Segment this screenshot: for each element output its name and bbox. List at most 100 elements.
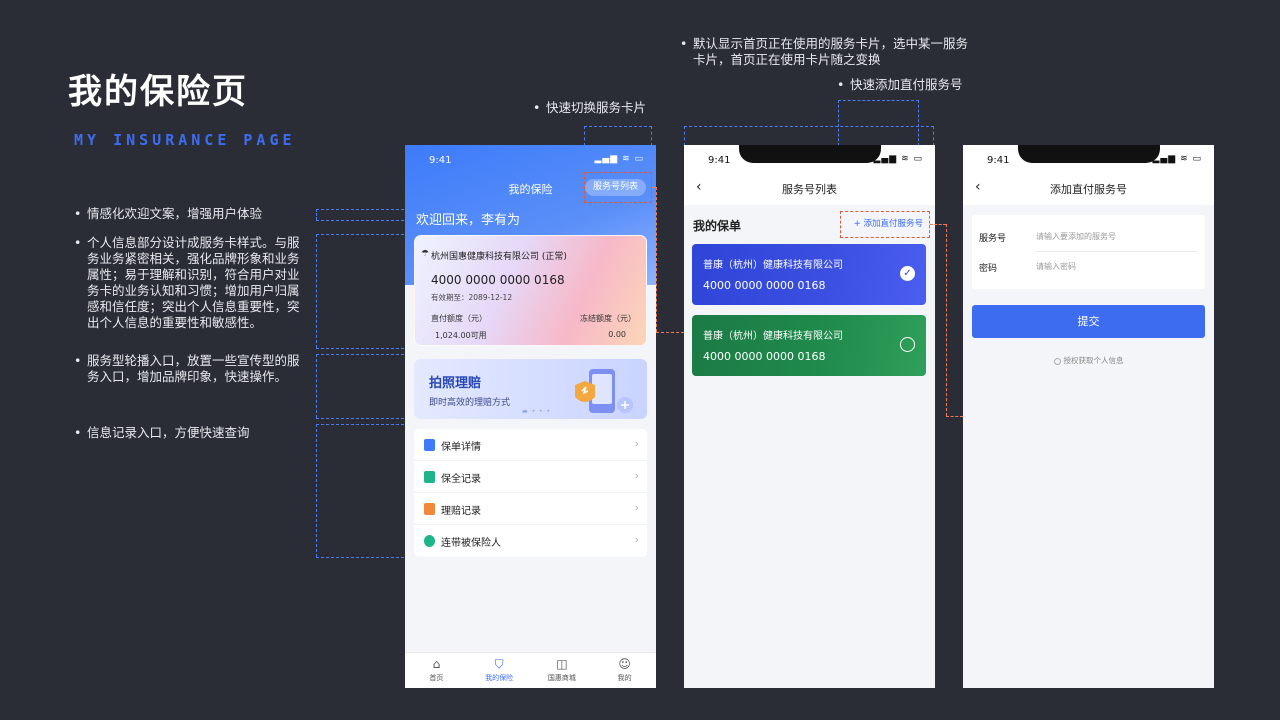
back-arrow-icon[interactable]: ‹ [696, 179, 702, 195]
section-title: 我的保单 [693, 219, 742, 233]
person-icon [424, 535, 435, 547]
list-item-claim-record[interactable]: 理赔记录 › [414, 493, 647, 525]
page-title: 我的保险页 [68, 72, 248, 112]
document-icon [424, 439, 435, 451]
tab-home[interactable]: ⌂ 首页 [405, 653, 468, 688]
card-company: 杭州国惠健康科技有限公司 (正常) [431, 252, 567, 262]
field-label: 密码 [979, 264, 998, 274]
chevron-right-icon: › [634, 533, 639, 546]
chevron-right-icon: › [634, 437, 639, 450]
welcome-text: 欢迎回来，李有为 [416, 213, 521, 228]
status-time: 9:41 [429, 155, 452, 166]
radio-circle-icon[interactable] [900, 337, 915, 352]
note-quick-add: 快速添加直付服务号 [837, 77, 963, 93]
list-item-label: 保全记录 [441, 474, 481, 485]
connector-line [656, 332, 684, 333]
bullet-banner: 服务型轮播入口，放置一些宣传型的服务入口，增加品牌印象，快速操作。 [74, 353, 306, 385]
service-number-input[interactable]: 请输入要添加的服务号 [1036, 232, 1116, 241]
nav-bar: ‹ 服务号列表 [684, 175, 935, 205]
shield-icon: ⛉ [494, 657, 504, 671]
add-service-button[interactable]: + 添加直付服务号 [853, 219, 923, 229]
connector-line [316, 234, 404, 235]
frozen-value: 0.00 [608, 330, 626, 339]
list-item-policy-detail[interactable]: 保单详情 › [414, 429, 647, 461]
list-item-joint-insured[interactable]: 连带被保险人 › [414, 525, 647, 557]
nav-bar: ‹ 添加直付服务号 [963, 175, 1214, 205]
bullet-records: 信息记录入口，方便快速查询 [74, 425, 306, 441]
connector-line [316, 234, 317, 348]
banner-title: 拍照理赔 [429, 376, 482, 391]
submit-button[interactable]: 提交 [972, 305, 1205, 338]
back-arrow-icon[interactable]: ‹ [975, 179, 981, 195]
connector-line [838, 100, 919, 101]
service-card[interactable]: ☂ 杭州国惠健康科技有限公司 (正常) 4000 0000 0000 0168 … [414, 235, 647, 346]
service-list-button[interactable]: 服务号列表 [584, 179, 646, 196]
bullet-welcome: 情感化欢迎文案，增强用户体验 [74, 206, 306, 222]
service-card-item[interactable]: 普康（杭州）健康科技有限公司 4000 0000 0000 0168 ✓ [692, 244, 926, 305]
tab-mine[interactable]: ☺ 我的 [593, 653, 656, 688]
bullet-card: 个人信息部分设计成服务卡样式。与服务业务紧密相关，强化品牌形象和业务属性；易于理… [74, 235, 306, 331]
direct-pay-label: 直付额度（元） [431, 314, 487, 323]
radio-circle-icon[interactable] [1053, 357, 1061, 365]
connector-line [584, 126, 585, 146]
check-circle-icon[interactable]: ✓ [900, 266, 915, 281]
list-item-label: 理赔记录 [441, 506, 481, 517]
highlight-box [840, 211, 930, 238]
password-input[interactable]: 请输入密码 [1036, 262, 1076, 271]
authorize-checkbox[interactable]: 授权获取个人信息 [963, 355, 1214, 366]
connector-line [930, 224, 946, 225]
phone-notch [1018, 145, 1160, 163]
tab-label: 我的保险 [485, 674, 514, 682]
note-default-card: 默认显示首页正在使用的服务卡片，选中某一服务卡片，首页正在使用卡片随之变换 [680, 36, 980, 68]
connector-line [933, 126, 934, 146]
umbrella-icon: ☂ [421, 249, 430, 259]
tab-bar: ⌂ 首页 ⛉ 我的保险 ◫ 国惠商城 ☺ 我的 [405, 652, 656, 688]
connector-line [584, 126, 652, 127]
screen-title: 我的保险 [508, 183, 553, 196]
add-service-form: 服务号 请输入要添加的服务号 密码 请输入密码 [972, 215, 1205, 289]
connector-line [316, 424, 317, 557]
screen-title: 添加直付服务号 [1050, 183, 1127, 196]
connector-line [316, 418, 404, 419]
connector-line [651, 126, 652, 146]
user-icon: ☺ [618, 657, 631, 671]
phone-my-insurance: 9:41 ▂▄▆ ≋ ▭ 我的保险 服务号列表 欢迎回来，李有为 ☂ 杭州国惠健… [405, 145, 656, 688]
connector-line [316, 220, 404, 221]
status-icons: ▂▄▆ ≋ ▭ [1152, 154, 1202, 164]
tab-label: 首页 [429, 674, 444, 682]
claim-banner[interactable]: 拍照理赔 即时高效的理赔方式 ▬ • • • [414, 359, 647, 419]
service-card-item[interactable]: 普康（杭州）健康科技有限公司 4000 0000 0000 0168 [692, 315, 926, 376]
list-item-preservation-record[interactable]: 保全记录 › [414, 461, 647, 493]
connector-line [316, 557, 404, 558]
phone-notch [739, 145, 881, 163]
tab-my-insurance[interactable]: ⛉ 我的保险 [468, 653, 531, 688]
status-icons: ▂▄▆ ≋ ▭ [873, 154, 923, 164]
connector-line [656, 187, 657, 332]
banner-subtitle: 即时高效的理赔方式 [429, 398, 511, 408]
card-number: 4000 0000 0000 0168 [703, 350, 826, 363]
record-icon [424, 471, 435, 483]
status-icons: ▂▄▆ ≋ ▭ [594, 154, 644, 164]
tab-label: 国惠商城 [547, 674, 576, 682]
card-company: 普康（杭州）健康科技有限公司 [703, 260, 843, 271]
frozen-label: 冻结额度（元） [580, 314, 636, 323]
note-switch-card: 快速切换服务卡片 [533, 100, 646, 116]
status-time: 9:41 [987, 155, 1010, 166]
connector-line [316, 354, 317, 418]
connector-line [316, 209, 404, 210]
direct-pay-value: 1,024.00可用 [435, 331, 487, 340]
tab-mall[interactable]: ◫ 国惠商城 [531, 653, 594, 688]
status-time: 9:41 [708, 155, 731, 166]
chevron-right-icon: › [634, 469, 639, 482]
screen-title: 服务号列表 [782, 183, 837, 196]
card-company: 普康（杭州）健康科技有限公司 [703, 331, 843, 342]
authorize-label: 授权获取个人信息 [1063, 356, 1124, 365]
tab-label: 我的 [617, 674, 632, 682]
phone-service-list: 9:41 ▂▄▆ ≋ ▭ ‹ 服务号列表 我的保单 + 添加直付服务号 普康（杭… [684, 145, 935, 688]
connector-line [316, 348, 404, 349]
divider [1036, 251, 1198, 252]
password-row: 密码 请输入密码 [972, 245, 1205, 275]
shopping-bag-icon: ◫ [556, 657, 568, 671]
list-item-label: 连带被保险人 [441, 538, 501, 549]
connector-line [316, 209, 317, 220]
